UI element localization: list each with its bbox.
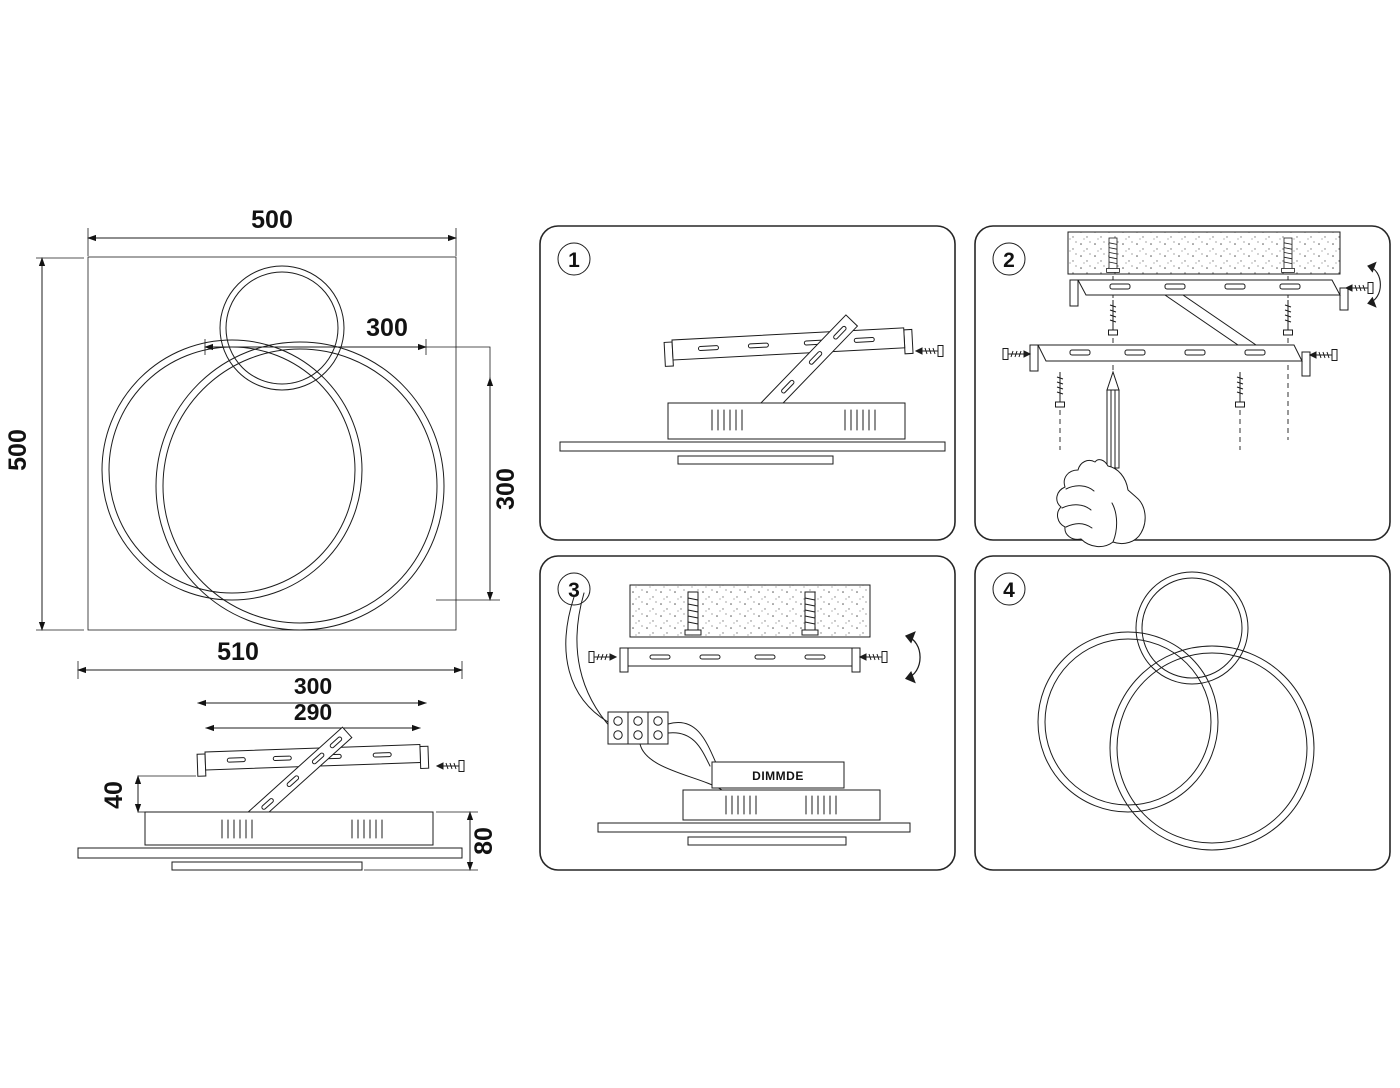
dimension-top-width: 500	[87, 206, 457, 256]
lamp-base	[597, 789, 911, 846]
step-1-illustration	[559, 314, 946, 465]
dimmer-label: DIMMDE	[752, 769, 804, 783]
dimension-bracket-width: 300	[197, 673, 427, 707]
step-2-panel	[974, 225, 1391, 541]
screw-icon	[436, 760, 465, 772]
dim-label-body-height: 80	[470, 827, 498, 855]
ring-large	[155, 341, 445, 631]
bracket-bar	[619, 647, 861, 673]
ceiling-slab	[629, 584, 871, 638]
dim-label-top-width: 500	[251, 206, 293, 234]
side-view-drawing: 510 300 290	[77, 638, 498, 871]
bracket-upper-bar	[1069, 279, 1349, 311]
dimension-bracket-inner-width: 290	[205, 699, 421, 732]
step-4-badge: 4	[992, 572, 1026, 606]
step-1-panel	[539, 225, 956, 541]
ring-small	[219, 265, 345, 391]
dimension-body-height: 80	[364, 811, 498, 871]
dim-label-inner-width: 300	[366, 314, 408, 342]
hand-icon	[1056, 459, 1146, 547]
dimmer-box: DIMMDE	[711, 761, 845, 789]
mounting-bracket-strap	[246, 726, 353, 824]
fixture-outline-square	[87, 256, 457, 631]
top-view-drawing: 500 500 300 300	[4, 206, 520, 631]
lamp-base-side	[77, 811, 463, 871]
dim-label-inner-height: 300	[492, 468, 520, 510]
step-4-illustration	[1037, 571, 1315, 851]
terminal-block	[607, 711, 669, 745]
step-2-badge: 2	[992, 242, 1026, 276]
step-1-badge: 1	[557, 242, 591, 276]
lamp-base	[559, 402, 946, 465]
bracket-lower-bar	[1029, 344, 1311, 377]
step-3-number: 3	[568, 579, 580, 602]
ring-medium	[101, 339, 363, 601]
dimension-left-height: 500	[4, 257, 84, 631]
dim-label-left-height: 500	[4, 429, 32, 471]
dimension-inner-width: 300	[204, 314, 491, 378]
dim-label-overall-width: 510	[217, 638, 259, 666]
step-1-number: 1	[568, 249, 580, 272]
dim-label-bracket-width: 300	[294, 673, 332, 699]
step-4-panel	[974, 555, 1391, 871]
ring-medium	[1037, 631, 1219, 813]
step-2-illustration	[1002, 231, 1381, 547]
dimension-bracket-height: 40	[100, 775, 196, 813]
step-3-illustration: DIMMDE	[565, 584, 921, 846]
dimension-inner-height: 300	[436, 377, 520, 601]
ring-small	[1135, 571, 1249, 685]
dim-label-bracket-height: 40	[100, 781, 128, 809]
step-3-badge: 3	[557, 572, 591, 606]
pencil-icon	[1106, 370, 1120, 469]
step-2-number: 2	[1003, 249, 1015, 272]
dim-label-bracket-inner-width: 290	[294, 699, 332, 725]
dimension-overall-width: 510	[77, 638, 463, 679]
ring-large	[1109, 645, 1315, 851]
step-4-number: 4	[1003, 579, 1015, 602]
